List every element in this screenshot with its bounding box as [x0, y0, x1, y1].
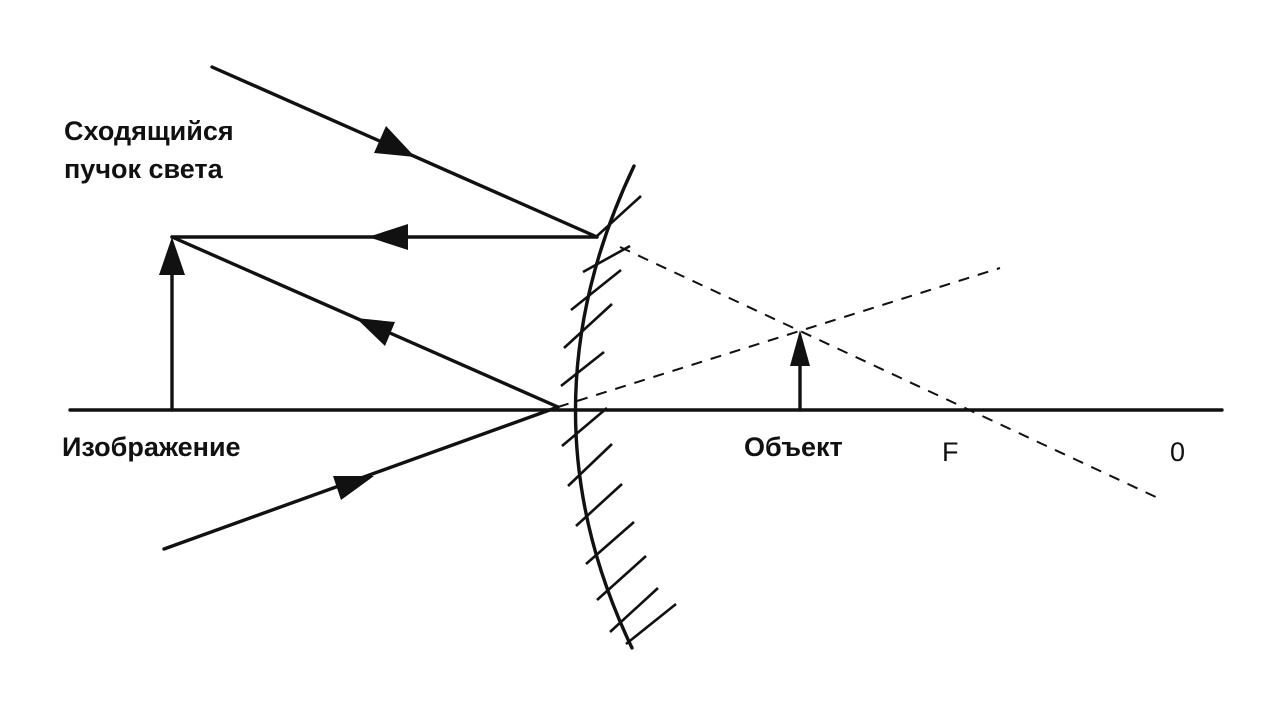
arrowhead-incident-bottom	[333, 476, 374, 500]
mirror-surface	[573, 164, 636, 650]
dashed-extension-descending	[619, 246, 1159, 499]
center-label: 0	[1170, 437, 1185, 467]
dashed-extension-ascending	[557, 267, 1001, 408]
beam-label-line2: пучок света	[64, 154, 224, 184]
arrowhead-reflected-diagonal	[356, 318, 395, 346]
image-label: Изображение	[62, 432, 241, 462]
arrowhead-incident-top	[374, 126, 415, 157]
object-label: Объект	[744, 432, 843, 462]
focus-label: F	[942, 437, 959, 467]
mirror-hatching	[560, 195, 677, 646]
arrowhead-reflected-horizontal	[368, 224, 408, 250]
object-arrow-head	[790, 330, 810, 366]
image-arrow-head	[159, 237, 185, 275]
beam-label-line1: Сходящийся	[64, 116, 234, 146]
